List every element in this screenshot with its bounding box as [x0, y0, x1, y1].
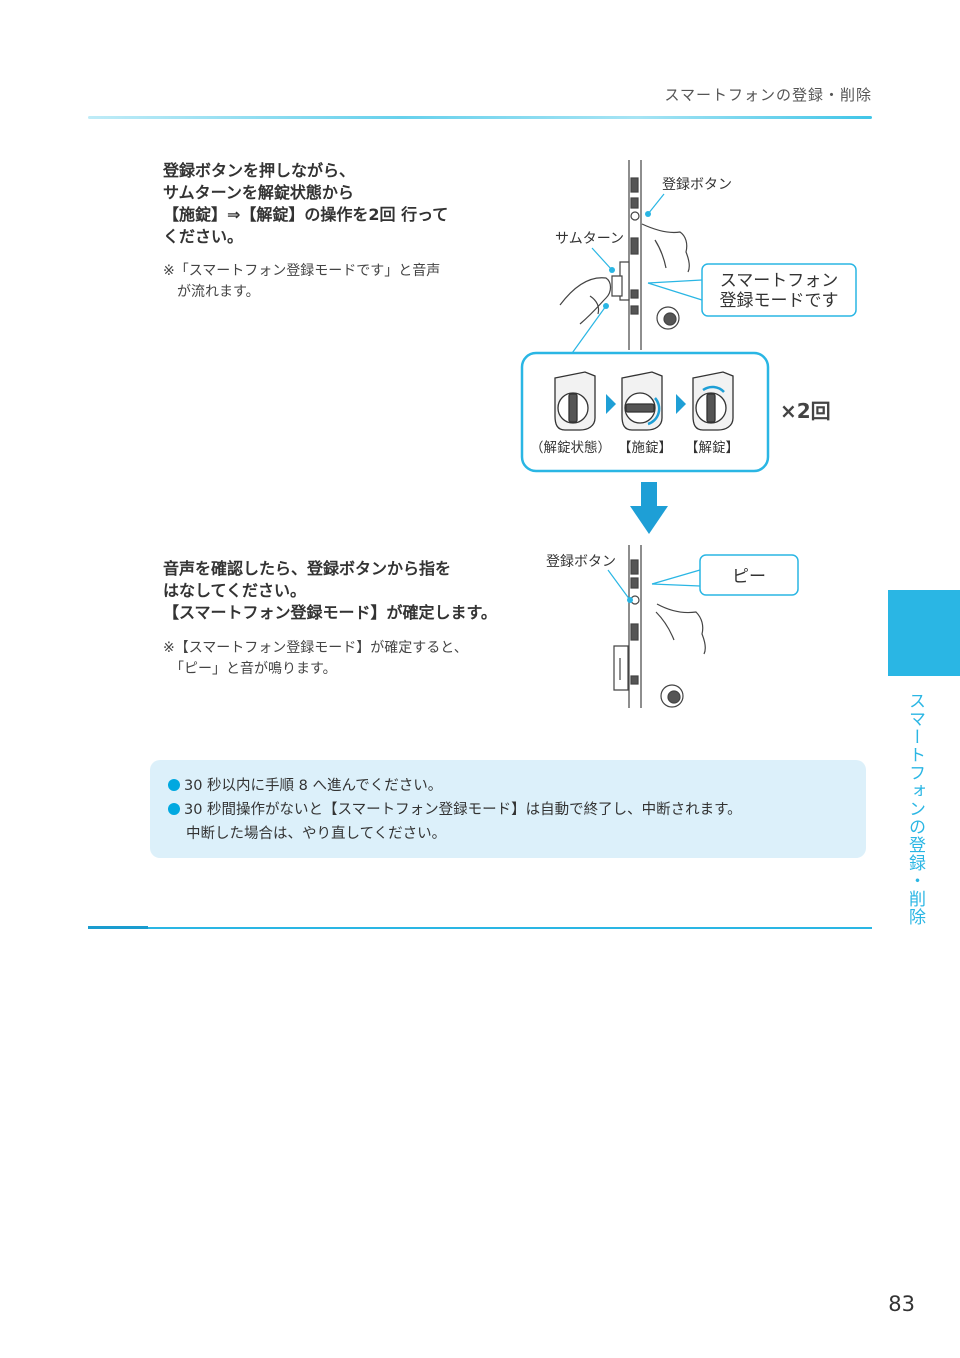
step2-instruction-line: 音声を確認したら、登録ボタンから指を [163, 559, 452, 578]
step1-note-line: が流れます。 [163, 284, 260, 300]
leader-line [651, 569, 701, 585]
step1-instruction-line: 【施錠】⇒【解錠】の操作を2回 行って [163, 205, 449, 224]
speech-bubble [701, 263, 857, 317]
leader-line [607, 569, 631, 601]
register-button-label: 登録ボタン [662, 177, 732, 193]
bullet-icon [168, 803, 180, 815]
down-arrow-icon [630, 482, 668, 534]
speech-bubble [699, 554, 799, 596]
step2-instruction-line: 【スマートフォン登録モード】が確定します。 [163, 603, 497, 622]
sequence-arrow [676, 394, 686, 414]
state-label-unlocked: （解錠状態） [530, 440, 611, 456]
info-item-text: 30 秒間操作がないと【スマートフォン登録モード】は自動で終了し、中断されます。 [184, 802, 742, 818]
leader-line [647, 279, 703, 284]
step2-note-line: 「ピー」と音が鳴ります。 [163, 661, 337, 677]
info-continuation: 中断した場合は、やり直してください。 [186, 826, 447, 842]
leader-line [647, 193, 665, 215]
step2-instruction-line: はなしてください。 [163, 581, 307, 600]
beep-label: ピー [732, 567, 766, 587]
section-tab-label: スマートフォンの登録・削除 [905, 692, 925, 926]
bottom-divider-accent [88, 926, 148, 929]
info-item: 30 秒間操作がないと【スマートフォン登録モード】は自動で終了し、中断されます。 [168, 798, 848, 822]
key-cylinder-1 [656, 306, 680, 330]
bullet-icon [168, 779, 180, 791]
info-item-text: 30 秒以内に手順 8 へ進んでください。 [184, 778, 443, 794]
step1-note: ※「スマートフォン登録モードです」と音声 が流れます。 [163, 261, 440, 303]
page-number: 83 [888, 1292, 915, 1316]
key-cylinder-2 [660, 684, 684, 708]
bottom-divider [88, 927, 872, 929]
leader-dot [627, 597, 633, 603]
step1-instruction-line: サムターンを解錠状態から [163, 183, 354, 202]
lock-illustration: 登録ボタン サムターン スマートフォン 登録モードです （解錠状態） 【施錠】 … [520, 160, 857, 708]
repeat-label: ×2回 [780, 399, 831, 423]
door-edge-2 [613, 545, 642, 708]
section-tab [888, 590, 960, 676]
thumbturn-locked-icon [621, 371, 663, 431]
header-title: スマートフォンの登録・削除 [664, 86, 872, 104]
leader-line [569, 305, 607, 357]
leader-line [591, 247, 613, 271]
finger-sketch [655, 611, 675, 641]
state-label-locked: 【施錠】 [618, 440, 672, 456]
thumbturn-unlocked-icon [692, 371, 734, 431]
state-label-unlocked-again: 【解錠】 [685, 440, 739, 456]
info-item: 30 秒以内に手順 8 へ進んでください。 [168, 774, 848, 798]
thumbturn-label: サムターン [555, 231, 624, 247]
leader-dot [609, 267, 615, 273]
leader-dot [645, 211, 651, 217]
step1-instruction-line: 登録ボタンを押しながら、 [163, 161, 356, 180]
info-box: 30 秒以内に手順 8 へ進んでください。 30 秒間操作がないと【スマートフォ… [150, 760, 866, 858]
step2-note: ※【スマートフォン登録モード】が確定すると、 「ピー」と音が鳴ります。 [163, 638, 468, 680]
speech-bubble-line: 登録モードです [720, 291, 839, 311]
door-edge-1 [611, 160, 642, 350]
step2-instruction: 音声を確認したら、登録ボタンから指を はなしてください。 【スマートフォン登録モ… [163, 558, 497, 624]
finger-sketch [654, 239, 667, 269]
sequence-arrow [606, 394, 616, 414]
finger-sketch [656, 603, 706, 655]
hand-sketch [559, 277, 612, 325]
thumbturn-unlocked-icon [554, 371, 596, 431]
speech-bubble-line: スマートフォン [720, 271, 839, 291]
leader-line [647, 282, 703, 301]
header-divider [88, 116, 872, 119]
hand-sketch [589, 295, 600, 315]
step1-note-line: ※「スマートフォン登録モードです」と音声 [163, 263, 441, 279]
register-button-label: 登録ボタン [546, 554, 616, 570]
step1-instruction-line: ください。 [163, 227, 244, 246]
leader-line [651, 583, 701, 587]
finger-sketch [641, 223, 690, 273]
step2-note-line: ※【スマートフォン登録モード】が確定すると、 [163, 640, 468, 656]
step1-instruction: 登録ボタンを押しながら、 サムターンを解錠状態から 【施錠】⇒【解錠】の操作を2… [163, 160, 448, 248]
